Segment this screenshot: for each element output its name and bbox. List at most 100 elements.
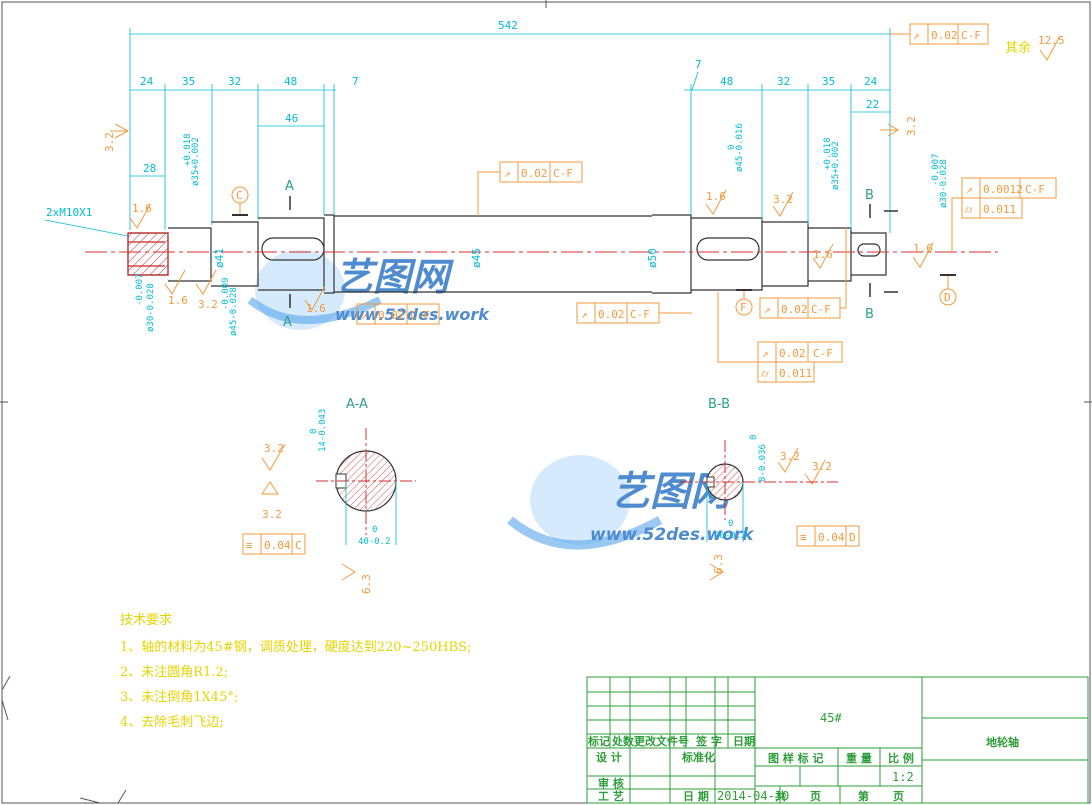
section-b-title: B-B	[708, 397, 730, 412]
dim-dia35-left-tol: +0.018	[183, 133, 193, 166]
dim-dia45-right-tol: 0	[727, 145, 737, 150]
datum-markers	[231, 186, 957, 316]
roughness-1-6-b: 1.6	[168, 294, 188, 307]
section-b-top: B	[865, 188, 874, 203]
tol-rb2-value: 0.02	[779, 347, 806, 360]
roughness-6-3-a: 6.3	[360, 574, 373, 594]
dim-keyway-left: 46	[285, 112, 298, 125]
watermark-url-top: www.52des.work	[335, 305, 490, 324]
dim-overall-length: 542	[498, 19, 518, 32]
watermark-url-center: www.52des.work	[590, 525, 755, 545]
dim-left-28: 28	[143, 162, 156, 175]
roughness-3-2-b: 3.2	[198, 298, 218, 311]
section-a-width-tol: 0	[372, 525, 377, 535]
dim-dia50: ø50	[646, 248, 659, 268]
dim-dia45-left-tol: -0.009	[221, 277, 231, 310]
dim-right-2: 48	[720, 75, 733, 88]
tb-design: 设 计	[596, 750, 622, 764]
tol-left-symbol: ↗	[361, 309, 368, 322]
dim-right-5: 24	[864, 75, 878, 88]
tol-mid-datum: C-F	[553, 167, 573, 180]
section-a-depth-tol: 0	[309, 429, 319, 434]
section-a-depth: 14-0.043	[318, 409, 328, 452]
tol-top-datum: C-F	[961, 29, 981, 42]
tb-date-value: 2014-04-30	[717, 789, 789, 803]
dim-dia30-left-tol: -0.007	[135, 273, 145, 306]
roughness-1-6-a: 1.6	[132, 202, 152, 215]
tol-right-symbol: ↗	[764, 303, 771, 316]
dim-dia35-left: ø35+0.002	[191, 137, 201, 186]
dim-dia35-right-tol: +0.018	[823, 137, 833, 170]
tb-date: 日期	[733, 734, 755, 748]
tb-count: 处数	[611, 734, 635, 748]
tb-process: 工 艺	[598, 789, 624, 803]
tol-center-datum: C-F	[630, 308, 650, 321]
section-b-depth-tol: 0	[749, 435, 759, 440]
tol-rb-cyl-value: 0.011	[779, 367, 812, 380]
tech-item-1: 1、轴的材料为45#钢，调质处理，硬度达到220~250HBS;	[120, 639, 471, 655]
tb-weight: 重 量	[846, 751, 872, 765]
section-b-depth: 8-0.036	[758, 444, 768, 482]
section-cut-markers	[289, 196, 898, 308]
tol-sym-b-value: 0.04	[818, 531, 845, 544]
roughness-3-2-e: 3.2	[264, 442, 284, 455]
datum-f-label: F	[740, 301, 747, 314]
tol-rb2-symbol: ↗	[762, 347, 769, 360]
section-a-view	[316, 428, 416, 545]
tb-review: 审 核	[598, 776, 624, 790]
tol-right-value: 0.02	[781, 303, 808, 316]
roughness-other-label: 其余	[1005, 40, 1031, 56]
tol-rt-cyl-value: 0.011	[983, 203, 1016, 216]
tol-top-value: 0.02	[931, 29, 958, 42]
tb-scale-value: 1:2	[892, 770, 914, 784]
section-a-title: A-A	[346, 397, 368, 412]
tol-sym-b-datum: D	[849, 531, 856, 544]
tol-left-datum: C-F	[410, 309, 430, 322]
dim-left-2: 35	[182, 75, 195, 88]
section-b-width-tol: 0	[728, 519, 733, 529]
tb-mark: 标记	[587, 734, 610, 748]
tech-item-4: 4、去除毛刺飞边;	[120, 715, 224, 730]
datum-d-label: D	[944, 291, 951, 304]
section-a-bottom: A	[283, 315, 292, 330]
tb-scale: 比 例	[888, 751, 914, 765]
roughness-3-2-h: 3.2	[812, 460, 832, 473]
tol-sym-a-datum: C	[295, 539, 302, 552]
section-b-width: 26-0.2	[714, 531, 747, 541]
dim-left-5: 7	[352, 75, 359, 88]
tol-rt-symbol: ↗	[966, 183, 973, 196]
dim-right-4: 35	[822, 75, 835, 88]
roughness-1-6-d: 1.6	[706, 190, 726, 203]
tol-mid-value: 0.02	[521, 167, 548, 180]
dim-dia45-center: ø45	[470, 248, 483, 268]
dim-thread: 2xM10X1	[46, 206, 92, 219]
dim-right-22: 22	[866, 98, 879, 111]
datum-c-label: C	[236, 189, 243, 202]
tol-sym-b-symbol: ≡	[800, 531, 807, 544]
roughness-3-2-g: 3.2	[780, 450, 800, 463]
tol-center-value: 0.02	[598, 308, 625, 321]
dim-right-1: 7	[695, 58, 702, 71]
dim-dia35-right: ø35+0.002	[831, 141, 841, 190]
tech-item-3: 3、未注倒角1X45°;	[120, 690, 238, 705]
tb-drawing-mark: 图 样 标 记	[768, 751, 824, 765]
roughness-6-3-b: 6.3	[712, 554, 725, 574]
roughness-1-6-c: 1.6	[306, 302, 326, 315]
tb-sign: 签 字	[695, 734, 722, 748]
title-block	[586, 676, 1089, 804]
dim-right-3: 32	[777, 75, 790, 88]
tol-rb-cyl-symbol: ⌭	[761, 367, 769, 380]
roughness-1-6-f: 1.6	[913, 242, 933, 255]
tol-rt-datum: C-F	[1025, 183, 1045, 196]
tol-top-symbol: ↗	[913, 29, 920, 42]
title-part-name: 地轮轴	[986, 735, 1019, 749]
tb-page: 页	[810, 790, 821, 803]
roughness-other-value: 12.5	[1038, 34, 1065, 47]
dim-dia41: ø41	[213, 248, 226, 268]
tb-page2: 页	[893, 790, 904, 803]
roughness-3-2-f: 3.2	[262, 508, 282, 521]
dim-dia30-left: ø30-0.028	[146, 283, 156, 332]
shaft-outline	[127, 214, 887, 294]
roughness-1-6-e: 1.6	[813, 248, 833, 261]
